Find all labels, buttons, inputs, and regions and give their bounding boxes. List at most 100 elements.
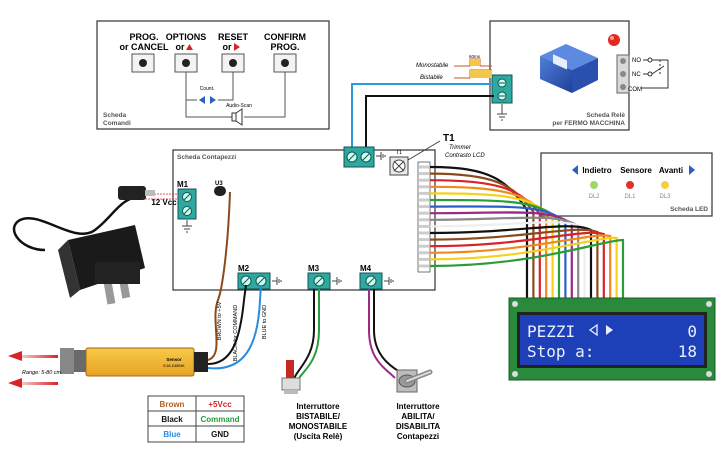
led-label-avanti: Avanti bbox=[659, 166, 683, 175]
m4-label: M4 bbox=[360, 264, 372, 273]
brown-wire-label: BROWN to +5V bbox=[217, 301, 223, 340]
bistabile-label: Bistabile bbox=[420, 75, 443, 81]
relay-icon bbox=[540, 44, 598, 93]
comandi-title-2: Comandi bbox=[103, 120, 131, 127]
led-label-indietro: Indietro bbox=[582, 166, 611, 175]
switch2-line1: Interruttore bbox=[396, 402, 440, 411]
led-label-sensore: Sensore bbox=[620, 166, 652, 175]
comandi-title-1: Scheda bbox=[103, 112, 127, 119]
ribbon-wire bbox=[429, 231, 605, 300]
prog-button[interactable] bbox=[131, 53, 155, 73]
com-label: COM bbox=[628, 87, 642, 93]
switch2-line2: ABILITA/ bbox=[401, 412, 435, 421]
lcd-row1-right: 0 bbox=[687, 322, 697, 341]
count-label: Count. bbox=[200, 86, 215, 92]
led-dl1-icon bbox=[626, 181, 634, 189]
header-pin bbox=[419, 244, 429, 248]
reset-button[interactable] bbox=[221, 53, 245, 73]
lcd-screen bbox=[520, 315, 704, 365]
m2-sensor-terminal bbox=[237, 272, 271, 290]
rele-title-1: Scheda Relè bbox=[586, 112, 625, 119]
m1-label: M1 bbox=[177, 180, 189, 189]
m3-mode-terminal bbox=[307, 272, 331, 290]
header-pin bbox=[419, 165, 429, 169]
header-pin bbox=[419, 251, 429, 255]
u3-label: U3 bbox=[215, 181, 223, 187]
header-pin bbox=[419, 198, 429, 202]
up-arrow-icon bbox=[186, 44, 193, 50]
relay-led-icon bbox=[608, 34, 620, 46]
options-button-label-1: OPTIONS bbox=[166, 32, 207, 42]
switch1-line3: MONOSTABILE bbox=[289, 422, 348, 431]
wire-legend: Brown +5Vcc Black Command Blue GND bbox=[147, 395, 245, 443]
t1-small-label: T1 bbox=[396, 150, 402, 156]
confirm-button[interactable] bbox=[273, 53, 297, 73]
legend-color-brown: Brown bbox=[160, 400, 185, 409]
lcd-row2-left: Stop a: bbox=[527, 342, 594, 361]
ribbon-wire bbox=[429, 228, 599, 300]
legend-signal-gnd: GND bbox=[211, 430, 229, 439]
reset-button-label-2: or bbox=[223, 42, 232, 52]
sensor-model: E18-D80NK bbox=[163, 363, 185, 368]
pulse-duration-label: 60ms bbox=[469, 54, 481, 59]
relay-signal-terminal bbox=[343, 146, 375, 168]
contapezzi-title: Scheda Contapezzi bbox=[177, 154, 236, 161]
black-wire-label: BLACK for COMMAND bbox=[233, 305, 239, 362]
t1-desc-1: Trimmer bbox=[449, 145, 472, 151]
m2-label: M2 bbox=[238, 264, 250, 273]
sensor-brand: Sensor bbox=[166, 357, 182, 362]
lcd-module: PEZZI 0 Stop a: 18 bbox=[508, 297, 716, 381]
mode-slide-switch[interactable] bbox=[281, 360, 301, 394]
legend-signal-command: Command bbox=[200, 415, 239, 424]
power-adapter-icon bbox=[12, 186, 155, 305]
prog-button-label-2: or CANCEL bbox=[120, 42, 170, 52]
reset-button-label-1: RESET bbox=[218, 32, 249, 42]
ribbon-wire bbox=[429, 236, 618, 300]
back-arrow-icon bbox=[572, 165, 578, 175]
lcd-header bbox=[417, 161, 431, 273]
proximity-sensor: Sensor E18-D80NK bbox=[60, 347, 208, 377]
enable-toggle-switch[interactable] bbox=[396, 369, 433, 393]
forward-arrow-icon bbox=[689, 165, 695, 175]
header-pin bbox=[419, 224, 429, 228]
led-title: Scheda LED bbox=[670, 206, 708, 213]
t1-label: T1 bbox=[443, 133, 455, 144]
contapezzi-board: Scheda Contapezzi T1 T1 Trimmer Contrast… bbox=[145, 133, 485, 291]
speaker-icon bbox=[231, 108, 243, 126]
header-pin bbox=[419, 264, 429, 268]
header-pin bbox=[419, 205, 429, 209]
lcd-left-arrow-icon bbox=[588, 323, 598, 337]
rele-title-2: per FERMO MACCHINA bbox=[552, 120, 625, 127]
nc-label: NC bbox=[632, 72, 641, 78]
ribbon-wire bbox=[429, 238, 625, 300]
trimmer-t1[interactable] bbox=[389, 156, 409, 176]
sensor-range: Range: 5-80 cm. bbox=[22, 370, 63, 376]
switch2-line4: Contapezzi bbox=[397, 432, 439, 441]
led-dl3-icon bbox=[661, 181, 669, 189]
header-pin bbox=[419, 257, 429, 261]
audio-scan-label: Audio-Scan bbox=[226, 103, 252, 109]
ribbon-wire bbox=[429, 225, 593, 300]
header-pin bbox=[419, 238, 429, 242]
m3-label: M3 bbox=[308, 264, 320, 273]
legend-signal-5v: +5Vcc bbox=[208, 400, 232, 409]
comandi-board: PROG. or CANCEL OPTIONS or RESET or CONF… bbox=[96, 20, 330, 130]
monostabile-label: Monostabile bbox=[416, 63, 449, 69]
prog-button-label-1: PROG. bbox=[129, 32, 158, 42]
t1-desc-2: Contrasto LCD bbox=[445, 153, 485, 159]
options-button[interactable] bbox=[174, 53, 198, 73]
m1-power-terminal bbox=[177, 188, 197, 220]
u3-buzzer bbox=[214, 186, 226, 196]
rele-board: NO NC COM 60ms Monostabile Bistabile Sch… bbox=[416, 20, 669, 131]
switch1-line4: (Uscita Relè) bbox=[294, 432, 343, 441]
header-pin bbox=[419, 191, 429, 195]
header-pin bbox=[419, 211, 429, 215]
header-pin bbox=[419, 185, 429, 189]
relay-output-terminals bbox=[616, 54, 630, 94]
legend-color-blue: Blue bbox=[163, 430, 181, 439]
sensor-range-arrows bbox=[8, 351, 58, 388]
lcd-right-arrow-icon bbox=[606, 325, 613, 335]
led-id-dl1: DL1 bbox=[624, 194, 636, 200]
lcd-row2-right: 18 bbox=[678, 342, 697, 361]
